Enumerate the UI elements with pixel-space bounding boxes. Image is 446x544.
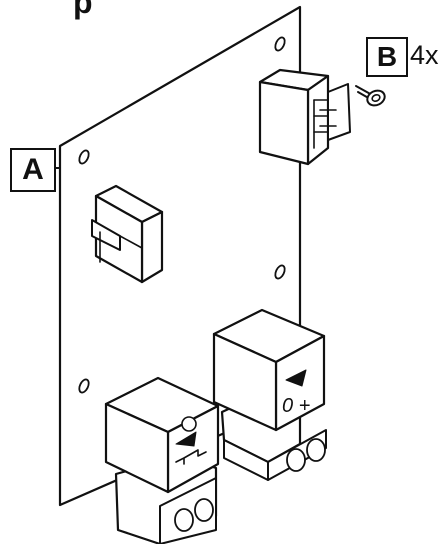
- mounting-hole: [274, 264, 286, 280]
- terminal-screw: [194, 498, 214, 522]
- callout-b: B: [366, 37, 408, 77]
- header-connector: [91, 184, 164, 284]
- heading-fragment: p: [73, 0, 93, 20]
- callout-a: A: [10, 148, 56, 192]
- callout-b-quantity: 4x: [410, 40, 439, 70]
- power-connector: [258, 68, 351, 166]
- switch-icon: [175, 449, 207, 465]
- mounting-hole: [78, 149, 90, 165]
- terminal-screw: [286, 448, 306, 472]
- relay-right-symbol: 0 +: [282, 395, 310, 417]
- mounting-hole: [78, 378, 90, 394]
- relay-left: [104, 376, 220, 544]
- mounting-hole: [274, 36, 286, 52]
- screw-icon: [355, 85, 386, 107]
- terminal-screw: [306, 438, 326, 462]
- terminal-screw: [174, 508, 194, 532]
- flame-icon: [181, 416, 197, 432]
- relay-right: 0 +: [212, 308, 327, 481]
